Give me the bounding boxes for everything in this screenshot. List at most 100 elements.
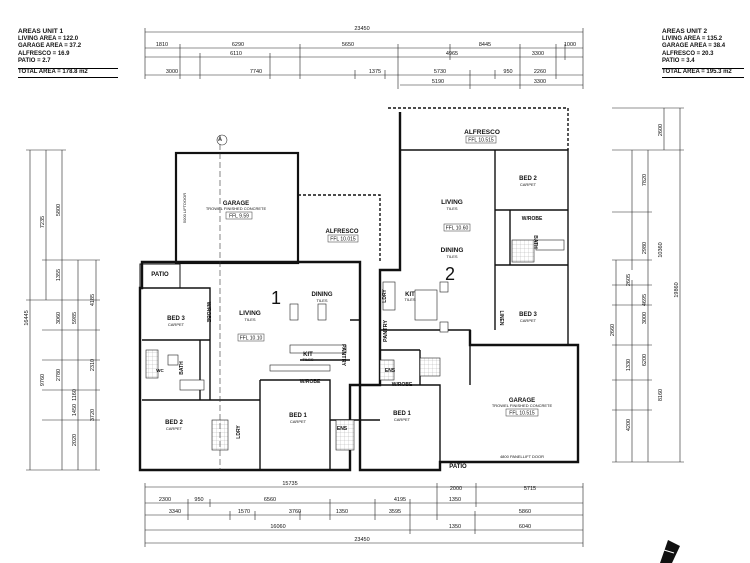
area-row: PATIO = 3.4	[662, 58, 695, 65]
unit1-labels: GARAGE TROWEL FINISHED CONCRETE FFL 9.59…	[151, 193, 359, 439]
area-row: LIVING AREA = 135.2	[662, 35, 723, 42]
north-arrow-icon	[660, 540, 680, 563]
dim-label: 4695	[642, 294, 648, 306]
dim-label: 3000	[642, 312, 648, 324]
room-label-bed3: BED 3	[167, 316, 185, 322]
room-label-ldry: LDRY	[382, 289, 388, 303]
dim-label: 23450	[354, 537, 369, 543]
floor-finish: TILES	[446, 206, 457, 211]
dim-label: 1160	[72, 389, 78, 401]
dim-label: 3060	[56, 312, 62, 324]
room-label-pantry: PANTRY	[340, 344, 346, 366]
room-label-wrobe: W/ROBE	[205, 302, 211, 323]
floor-finish: TILES	[404, 297, 415, 302]
dim-label: 1355	[56, 269, 62, 281]
dim-label: 3000	[166, 69, 178, 75]
area-row: ALFRESCO = 20.3	[662, 50, 714, 57]
ffl-label: FFL 10.015	[330, 237, 356, 243]
dim-label: 23450	[354, 26, 369, 32]
dim-label: 2605	[626, 274, 632, 286]
room-label-bed3: BED 3	[519, 312, 537, 318]
bottom-dimension-labels: 15735 2000 5715 2300 950 6560 4195 1350 …	[159, 481, 536, 543]
room-label-wc: WC	[156, 368, 164, 373]
floor-finish: CARPET	[394, 417, 411, 422]
room-label-wrobe: W/ROBE	[522, 216, 543, 222]
dim-label: 6290	[232, 42, 244, 48]
room-label-ldry: LDRY	[236, 425, 242, 439]
dim-label: 2020	[72, 434, 78, 446]
room-label-kitchen: KIT	[405, 292, 415, 298]
room-label-bath: BATH	[532, 235, 538, 249]
dim-label: 2600	[658, 124, 664, 136]
room-label-bed2: BED 2	[165, 420, 183, 426]
floor-finish: TILES	[302, 357, 313, 362]
floor-finish: CARPET	[520, 182, 537, 187]
dim-label: 6040	[519, 524, 531, 530]
ffl-label: FFL 10.515	[509, 411, 535, 417]
dim-label: 5190	[432, 79, 444, 85]
ffl-box	[465, 135, 497, 144]
dim-label: 3300	[534, 79, 546, 85]
left-dimension-labels: 16445 7235 5800 1355 3060 5985 4185 2780…	[24, 204, 96, 446]
room-label-wrobe: W/ROBE	[300, 379, 321, 385]
ffl-box	[327, 234, 359, 243]
floor-finish: CARPET	[290, 419, 307, 424]
dim-label: 5985	[72, 312, 78, 324]
dim-label: 3340	[169, 509, 181, 515]
room-label-patio: PATIO	[449, 464, 467, 470]
ffl-box	[237, 333, 265, 342]
dim-label: 15735	[282, 481, 297, 487]
dim-label: 2660	[610, 324, 616, 336]
room-label-ens: ENS	[337, 426, 348, 432]
dim-label: 2980	[642, 242, 648, 254]
floor-finish: CARPET	[166, 426, 183, 431]
unit2-walls	[358, 107, 580, 472]
dim-label: 3760	[289, 509, 301, 515]
dim-label: 16445	[24, 310, 30, 325]
dim-label: 4195	[394, 497, 406, 503]
dim-label: 2300	[159, 497, 171, 503]
dim-label: 1570	[238, 509, 250, 515]
right-dimensions	[612, 107, 684, 463]
room-label-pantry: PANTRY	[383, 320, 389, 342]
areas-unit2-title: AREAS UNIT 2	[662, 28, 708, 35]
room-label-bed2: BED 2	[519, 176, 537, 182]
area-total: TOTAL AREA = 178.8 m2	[18, 67, 118, 78]
room-label-alfresco: ALFRESCO	[326, 229, 359, 235]
dim-label: 2000	[450, 486, 462, 492]
dim-label: 5730	[434, 69, 446, 75]
floor-finish: CARPET	[168, 322, 185, 327]
dim-label: 10360	[658, 242, 664, 257]
dim-label: 3595	[389, 509, 401, 515]
dim-label: 1450	[72, 404, 78, 416]
room-label-living: LIVING	[239, 310, 261, 317]
room-label-bed1: BED 1	[393, 411, 411, 417]
dim-label: 8445	[479, 42, 491, 48]
ffl-label: FFL 9.59	[229, 214, 249, 220]
area-row: ALFRESCO = 16.9	[18, 50, 70, 57]
ffl-label: FFL 10.515	[468, 138, 494, 144]
dim-label: 19860	[674, 282, 680, 297]
dim-label: 5650	[342, 42, 354, 48]
dim-label: 5860	[519, 509, 531, 515]
area-total: TOTAL AREA = 195.3 m2	[662, 67, 744, 78]
area-row: GARAGE AREA = 38.4	[662, 43, 726, 50]
dim-label: 4200	[626, 419, 632, 431]
door-label: 5000 LIFTDOOR	[182, 193, 187, 223]
dim-label: 1000	[564, 42, 576, 48]
dim-label: 7820	[642, 174, 648, 186]
unit1-fixtures	[145, 303, 355, 451]
dim-label: 1330	[626, 359, 632, 371]
dim-label: 2780	[56, 369, 62, 381]
left-dimensions	[26, 149, 100, 471]
floor-finish: TILES	[446, 254, 457, 259]
room-label-wrobe: W/ROBE	[392, 382, 413, 388]
top-dimensions	[144, 28, 584, 89]
dim-label: 1350	[336, 509, 348, 515]
dim-label: 1810	[156, 42, 168, 48]
ffl-label: FFL 10.10	[240, 336, 263, 342]
floor-finish: CARPET	[520, 318, 537, 323]
unit2-fixtures	[379, 239, 565, 381]
area-row: GARAGE AREA = 37.2	[18, 43, 82, 50]
